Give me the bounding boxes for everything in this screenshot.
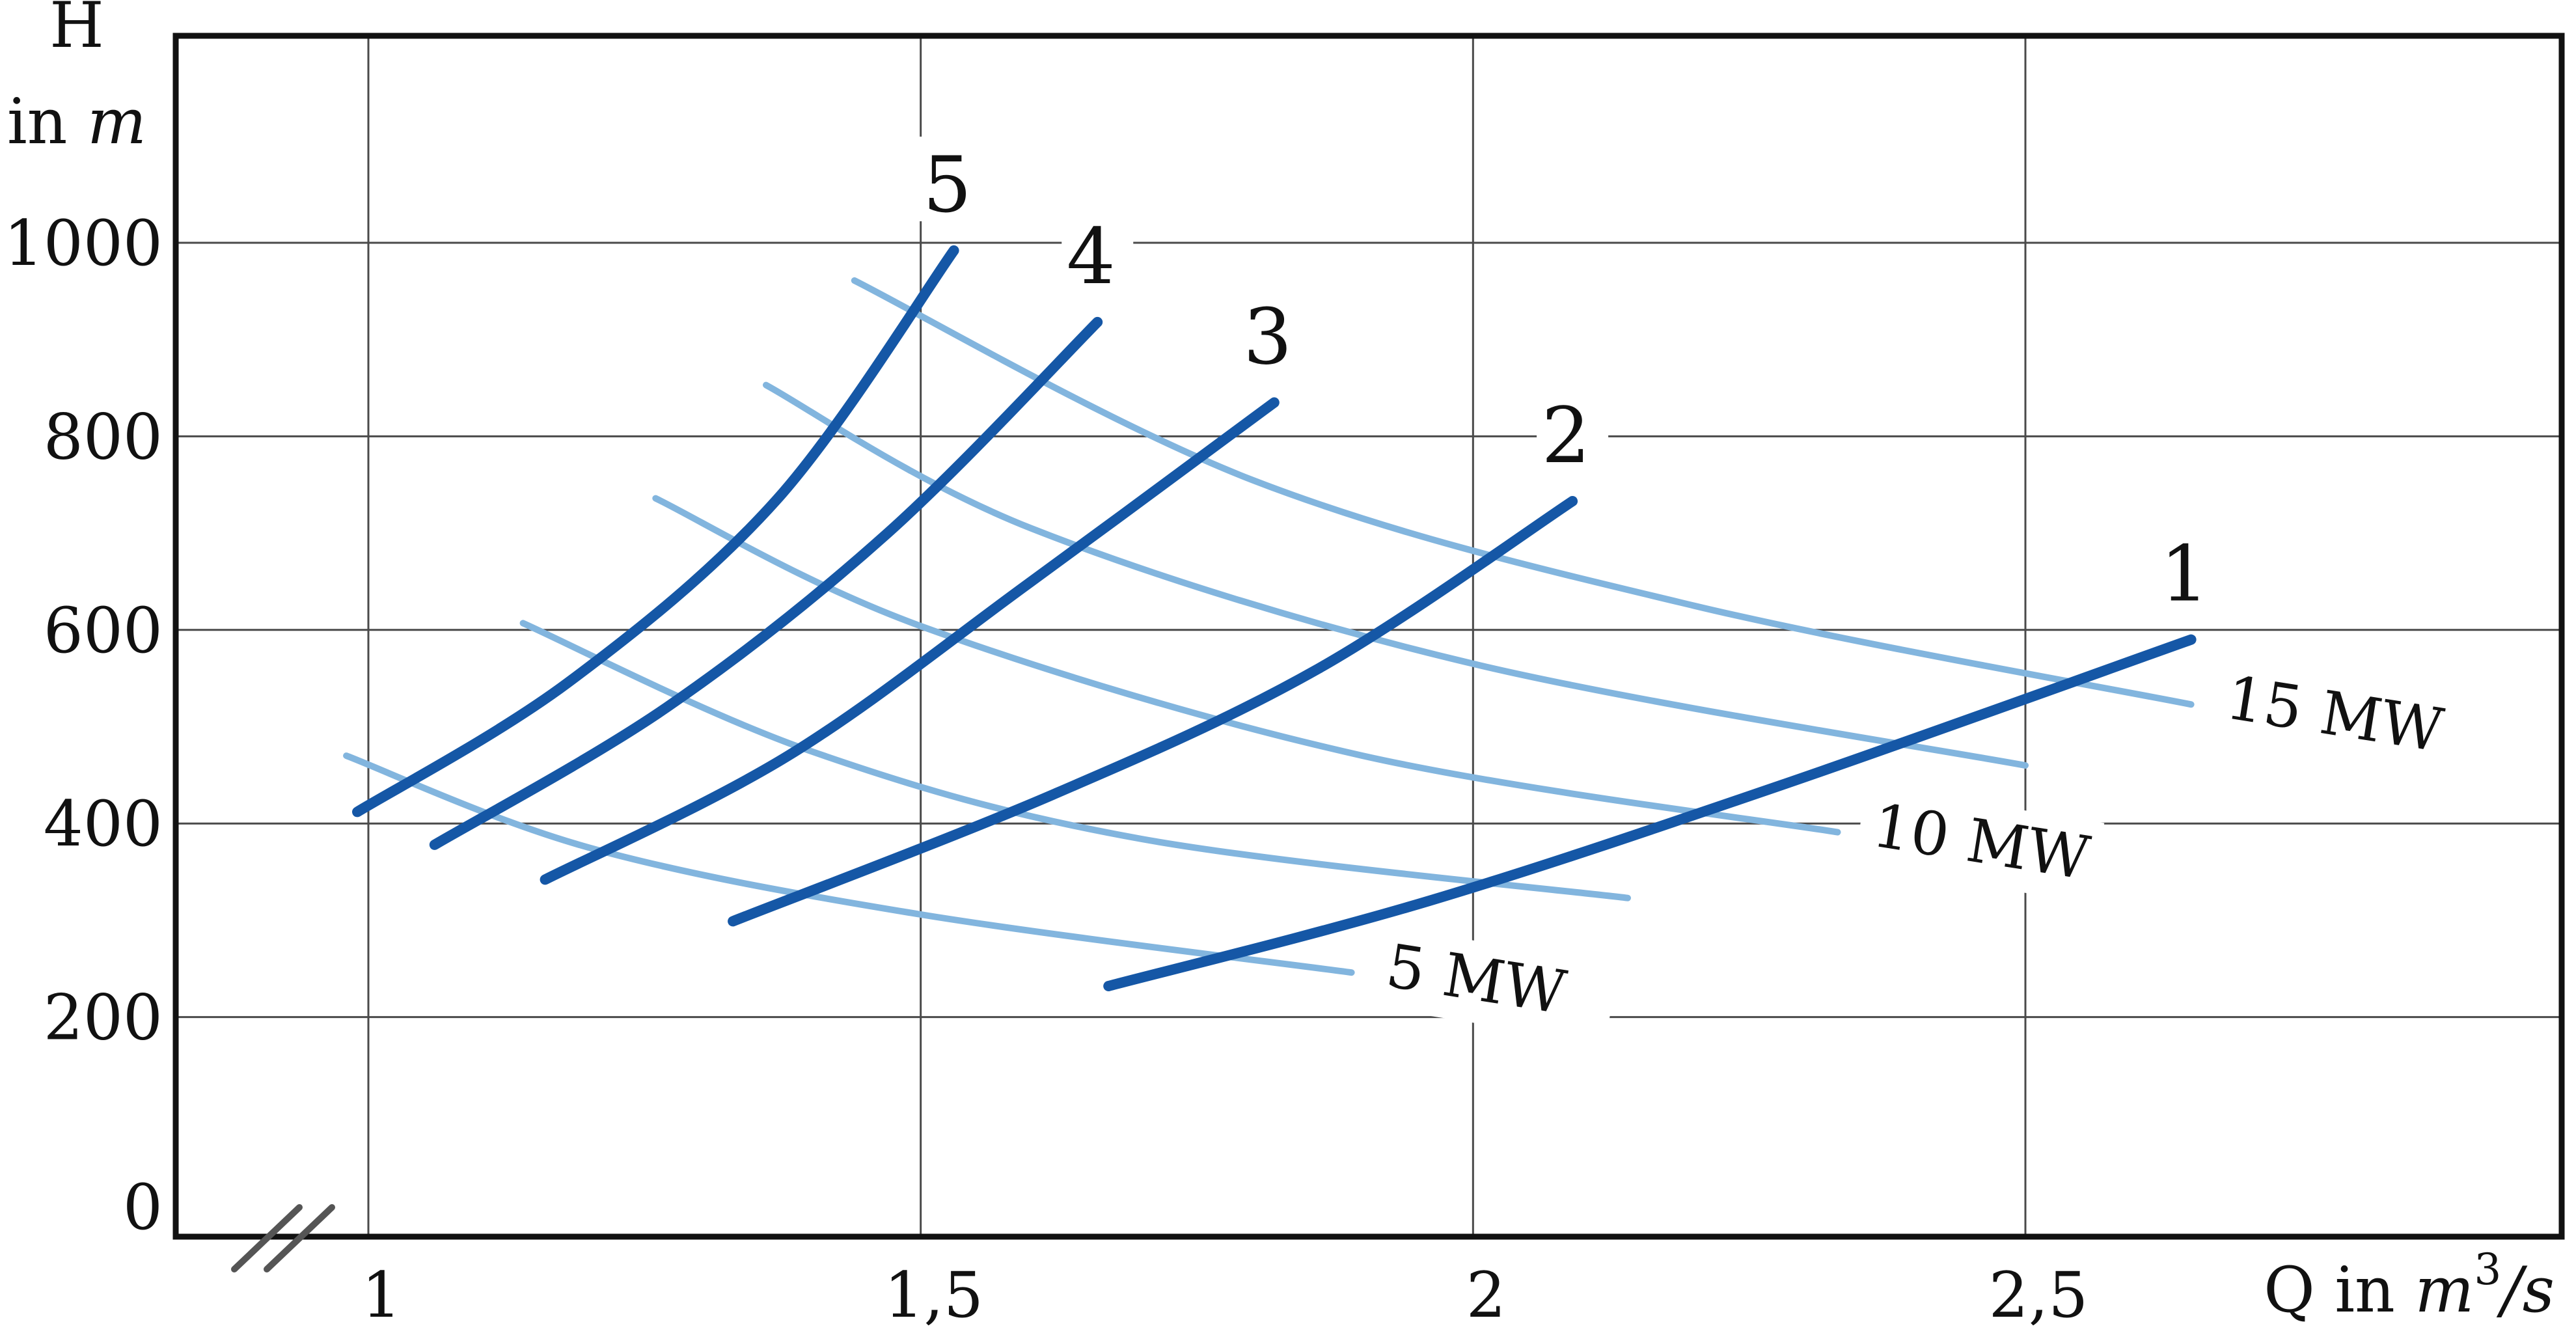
- curve-label-bg: [1062, 208, 1134, 293]
- operating-curve-3: [540, 397, 1280, 885]
- power-label-bg: [1367, 926, 1619, 1044]
- axis-break-stroke-2: [264, 1204, 335, 1272]
- power-curve-4: [763, 381, 2029, 769]
- y-tick-label: 400: [44, 788, 163, 860]
- x-tick-label: 2: [1466, 1259, 1506, 1332]
- power-label-bg: [2207, 657, 2458, 776]
- y-tick-label: 600: [44, 594, 163, 667]
- power-curve-3: [652, 495, 1841, 836]
- x-axis-title-prefix: Q in: [2264, 1254, 2415, 1326]
- grid: [176, 36, 2562, 1237]
- axis-break-mark: [231, 1204, 335, 1272]
- power-label-group: 15 MW: [2207, 657, 2458, 776]
- curve-labels: 1 2 3 4 5 5 MW 10 MW 15 MW: [918, 136, 2458, 1044]
- x-axis-title-unit-exp: 3: [2474, 1244, 2501, 1295]
- curve-label-bg: [1238, 288, 1310, 374]
- curve-label-bg: [1537, 387, 1609, 473]
- y-axis-title-unit: m: [87, 85, 146, 158]
- x-tick-label: 1: [361, 1259, 401, 1332]
- power-label-group: 5 MW: [1367, 926, 1619, 1044]
- power-label-group: 10 MW: [1854, 785, 2105, 903]
- power-curve-label: 5 MW: [1382, 931, 1570, 1028]
- y-tick-label: 800: [44, 400, 163, 473]
- operating-curve-4: [429, 316, 1103, 850]
- y-tick-label: 200: [44, 982, 163, 1054]
- power-curves: [343, 277, 2195, 976]
- x-tick-label: 2,5: [1989, 1259, 2089, 1332]
- operating-curves: [352, 245, 2197, 991]
- y-axis-title-line1: H: [49, 0, 104, 62]
- x-tick-label: 1,5: [884, 1259, 983, 1332]
- operating-curve-label: 5: [923, 140, 972, 230]
- x-axis-title-unit-base: m: [2415, 1254, 2474, 1326]
- power-curve-5: [851, 277, 2195, 708]
- power-curve-1: [343, 752, 1355, 976]
- plot-frame: [172, 33, 2565, 1240]
- x-axis-title-unit-tail: /s: [2496, 1254, 2555, 1326]
- y-axis-title-line2: in m: [7, 85, 146, 158]
- x-axis-title: Q in m3/s: [2264, 1244, 2555, 1326]
- y-tick-label: 1000: [4, 207, 163, 280]
- operating-curve-label: 4: [1067, 212, 1116, 301]
- y-tick-label: 0: [123, 1171, 163, 1244]
- axis-break-stroke-1: [231, 1204, 303, 1272]
- curve-label-bg: [2155, 525, 2227, 611]
- tick-labels: 1 1,5 2 2,5 0 200 400 600 800 1000: [4, 207, 2089, 1332]
- operating-curve-5: [352, 245, 959, 818]
- operating-curve-label: 2: [1542, 391, 1591, 480]
- power-label-bg: [1854, 785, 2105, 903]
- y-axis-title-prefix: in: [7, 85, 87, 158]
- operating-curve-2: [728, 496, 1578, 927]
- curve-label-bg: [918, 136, 990, 221]
- operating-curve-label: 3: [1243, 292, 1292, 381]
- operating-curve-label: 1: [2160, 529, 2209, 619]
- operating-curve-1: [1103, 634, 2197, 991]
